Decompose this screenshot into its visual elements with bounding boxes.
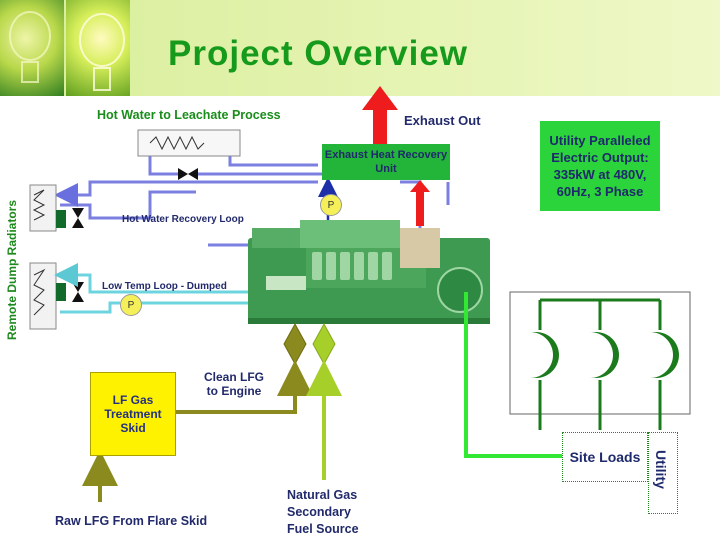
slide-header: Project Overview <box>0 0 720 96</box>
hot-water-leachate-label: Hot Water to Leachate Process <box>97 108 281 122</box>
radiator-upper <box>29 184 57 232</box>
raw-lfg-label: Raw LFG From Flare Skid <box>55 514 208 528</box>
clean-lfg-pipe <box>152 360 313 414</box>
radiator-lower <box>29 262 57 330</box>
remote-dump-radiators-label: Remote Dump Radiators <box>5 199 19 340</box>
utility-box <box>648 432 678 514</box>
low-temp-loop-label: Low Temp Loop - Dumped <box>102 281 227 292</box>
engine-generator-set <box>248 220 490 324</box>
exhaust-out-arrow <box>362 86 398 144</box>
utility-output-box: Utility Paralleled Electric Output: 335k… <box>540 121 660 211</box>
leachate-heat-exchanger <box>137 129 241 157</box>
electric-output-line <box>464 292 562 458</box>
radiator-upper-fan <box>56 210 66 228</box>
leachate-valve-icon <box>178 168 198 180</box>
hot-water-recovery-loop-label: Hot Water Recovery Loop <box>122 214 244 225</box>
page-title: Project Overview <box>168 34 469 73</box>
pump-icon-low-temp: P <box>120 294 142 316</box>
exhaust-riser-arrow <box>410 180 430 226</box>
exhaust-out-label: Exhaust Out <box>404 113 481 128</box>
lf-gas-treatment-skid: LF Gas Treatment Skid <box>90 372 176 456</box>
lightbulb-image-left <box>0 0 64 96</box>
utility-label: Utility <box>653 450 669 489</box>
switchgear-panel <box>509 291 691 430</box>
site-loads-box: Site Loads <box>562 432 648 482</box>
radiator-upper-valve-icon <box>72 208 84 228</box>
pump-icon-hot-water: P <box>320 194 342 216</box>
natural-gas-label: Natural Gas Secondary Fuel Source <box>287 488 359 536</box>
natural-gas-diamond <box>312 322 336 366</box>
hot-water-loop-pipes <box>60 156 450 250</box>
exhaust-heat-recovery-unit: Exhaust Heat Recovery Unit <box>322 144 450 180</box>
radiator-lower-fan <box>56 283 66 301</box>
clean-lfg-diamond <box>283 322 307 366</box>
radiator-lower-valve-icon <box>72 282 84 302</box>
lightbulb-image-right <box>66 0 130 96</box>
clean-lfg-label: Clean LFG to Engine <box>203 370 264 398</box>
